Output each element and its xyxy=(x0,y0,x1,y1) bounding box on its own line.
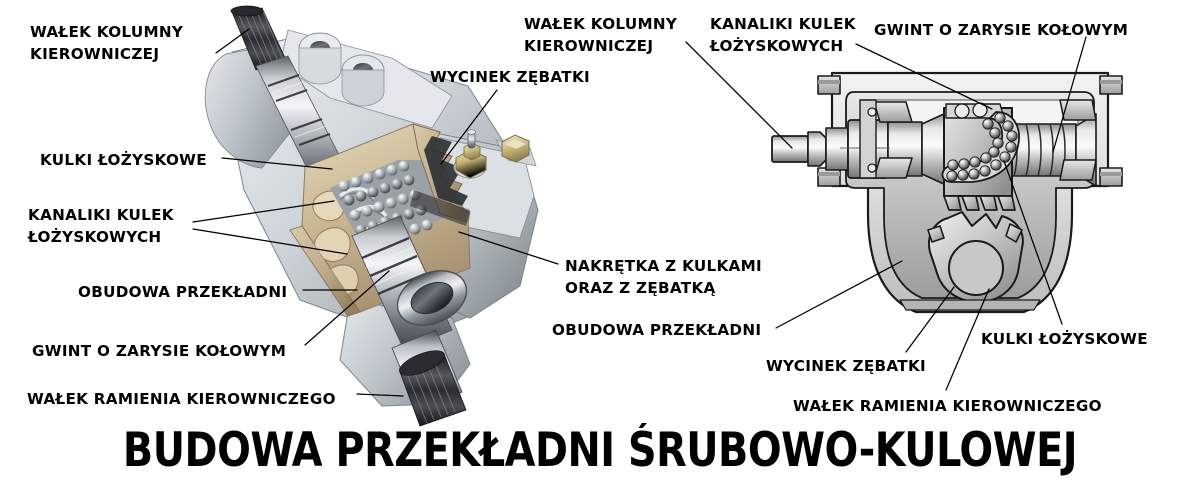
callout-line: KANALIKI KULEK xyxy=(28,206,174,224)
leader-lines xyxy=(192,28,1087,397)
callout-line: GWINT O ZARYSIE KOŁOWYM xyxy=(874,21,1129,39)
callout-gwint-o-zarysie-kolowym-left: GWINT O ZARYSIE KOŁOWYM xyxy=(32,341,286,363)
callout-line: WYCINEK ZĘBATKI xyxy=(766,357,926,375)
callout-kulki-lozyskowe-left: KULKI ŁOŻYSKOWE xyxy=(40,150,207,172)
callout-kulki-lozyskowe-right: KULKI ŁOŻYSKOWE xyxy=(981,329,1148,351)
callout-kanaliki-kulek-lozyskowych-right: KANALIKI KULEK ŁOŻYSKOWYCH xyxy=(710,14,856,57)
rack-teeth-right xyxy=(943,195,1016,211)
mounting-bolts-right xyxy=(1099,75,1123,187)
leader-l2 xyxy=(221,157,333,170)
callout-walek-kolumny-kierowniczej-right: WAŁEK KOLUMNY KIEROWNICZEJ xyxy=(524,14,677,57)
leader-r3 xyxy=(1052,36,1087,153)
leader-r5 xyxy=(905,286,955,353)
right-figure-cross-section xyxy=(771,71,1123,314)
callout-line: KANALIKI KULEK xyxy=(710,15,856,33)
leader-r1 xyxy=(685,41,793,149)
callout-obudowa-przekladni-right: OBUDOWA PRZEKŁADNI xyxy=(552,320,761,342)
callout-walek-kolumny-kierowniczej-left: WAŁEK KOLUMNY KIEROWNICZEJ xyxy=(30,22,183,65)
leader-l3a xyxy=(192,200,335,223)
callout-kanaliki-kulek-lozyskowych-left: KANALIKI KULEK ŁOŻYSKOWYCH xyxy=(28,205,174,248)
leader-l6 xyxy=(356,393,404,397)
leader-r2 xyxy=(855,43,993,110)
callout-wycinek-zebatki-right: WYCINEK ZĘBATKI xyxy=(766,356,926,378)
callout-line: OBUDOWA PRZEKŁADNI xyxy=(552,321,762,339)
sector-adjuster-screw xyxy=(453,129,487,179)
pitman-arm-shaft xyxy=(351,215,468,427)
leader-r7 xyxy=(1003,160,1063,325)
callout-line: WAŁEK RAMIENIA KIEROWNICZEGO xyxy=(27,390,336,408)
callout-line: WAŁEK RAMIENIA KIEROWNICZEGO xyxy=(793,397,1102,415)
callout-line: WAŁEK KOLUMNY xyxy=(524,15,678,33)
callout-nakretka-z-kulkami-oraz-z-zebatka: NAKRĘTKA Z KULKAMI ORAZ Z ZĘBATKĄ xyxy=(565,256,762,299)
callout-line: NAKRĘTKA Z KULKAMI xyxy=(565,257,762,275)
left-figure-3d-cutaway xyxy=(204,5,539,427)
callout-walek-ramienia-kierowniczego-right: WAŁEK RAMIENIA KIEROWNICZEGO xyxy=(793,396,1102,418)
leader-r4 xyxy=(775,260,903,329)
callout-line: WAŁEK KOLUMNY xyxy=(30,23,184,41)
sector-gear-right xyxy=(927,211,1024,303)
callout-line: ŁOŻYSKOWYCH xyxy=(710,36,844,55)
callout-obudowa-przekladni-left: OBUDOWA PRZEKŁADNI xyxy=(78,282,287,304)
callout-line: ŁOŻYSKOWYCH xyxy=(28,227,162,246)
shaft-seal-rings xyxy=(267,73,331,147)
input-shaft-right xyxy=(771,112,947,186)
callout-line: KULKI ŁOŻYSKOWE xyxy=(40,151,207,169)
callout-line: KIEROWNICZEJ xyxy=(30,44,160,63)
callout-line: KIEROWNICZEJ xyxy=(524,36,654,55)
callout-walek-ramienia-kierowniczego-left: WAŁEK RAMIENIA KIEROWNICZEGO xyxy=(27,389,336,411)
page-title: BUDOWA PRZEKŁADNI ŚRUBOWO-KULOWEJ xyxy=(122,423,1078,478)
leader-l7 xyxy=(440,89,498,165)
cover-hex-plug xyxy=(501,134,530,163)
leader-l1 xyxy=(215,28,250,54)
mounting-bolts-left xyxy=(817,75,841,187)
leader-l3b xyxy=(192,228,348,255)
hydraulic-port-bosses xyxy=(298,32,385,107)
ball-return-tube-right xyxy=(941,111,1020,183)
leader-l8 xyxy=(458,231,559,265)
callout-line: OBUDOWA PRZEKŁADNI xyxy=(78,283,288,301)
callout-line: ORAZ Z ZĘBATKĄ xyxy=(565,278,716,297)
balls-in-channel-right xyxy=(946,112,1018,182)
callout-gwint-o-zarysie-kolowym-right: GWINT O ZARYSIE KOŁOWYM xyxy=(874,20,1128,42)
callout-wycinek-zebatki-left: WYCINEK ZĘBATKI xyxy=(430,67,590,89)
leader-r6 xyxy=(945,288,990,391)
worm-shaft-right xyxy=(1009,99,1097,187)
callout-line: GWINT O ZARYSIE KOŁOWYM xyxy=(32,342,287,360)
leader-l5 xyxy=(304,270,390,346)
input-bearing-right xyxy=(859,99,913,179)
callout-line: KULKI ŁOŻYSKOWE xyxy=(981,330,1148,348)
callout-line: WYCINEK ZĘBATKI xyxy=(430,68,590,86)
